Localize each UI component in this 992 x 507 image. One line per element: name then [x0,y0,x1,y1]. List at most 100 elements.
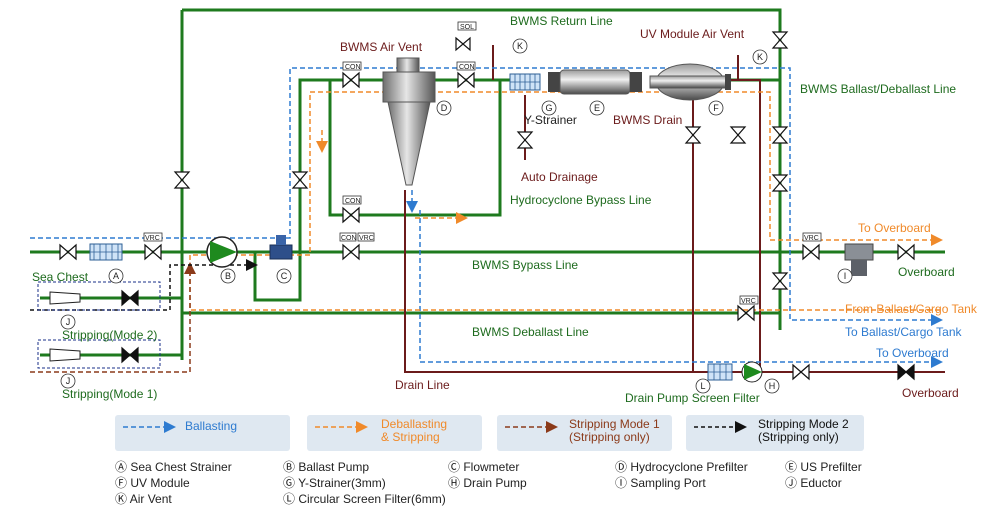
legend-deballasting-text: Deballasting& Stripping [381,417,448,444]
label-hc-bypass: Hydrocyclone Bypass Line [510,193,652,207]
svg-text:CON: CON [345,64,361,71]
flowmeter[interactable] [269,235,293,260]
label-to-tank: To Ballast/Cargo Tank [845,325,963,339]
valve-overboard-1[interactable] [897,243,915,261]
diagram-labels: BWMS Return Line BWMS Air Vent UV Module… [32,14,978,405]
label-ballast-deballast: BWMS Ballast/Deballast Line [800,82,956,96]
valve-hc-outlet[interactable] [457,71,475,89]
label-drain-line: Drain Line [395,378,450,392]
legend-stripping2: Stripping Mode 2(Stripping only) [686,415,864,451]
label-to-overboard-1: To Overboard [858,221,931,235]
valve-uv-drain[interactable] [684,126,702,144]
valve-ballast-3[interactable] [771,272,789,290]
sampling-port[interactable] [844,243,874,276]
deballasting-flow [189,91,943,311]
valve-pump-discharge[interactable] [291,171,309,189]
label-bwms-air-vent: BWMS Air Vent [340,40,423,54]
ballasting-flow [30,67,943,368]
label-from-tank: From Ballast/Cargo Tank [845,302,978,316]
valve-left-riser[interactable] [173,171,191,189]
valve-ballast-line[interactable] [771,126,789,144]
key-a: Ⓐ Sea Chest Strainer [115,460,232,474]
label-stripping-mode2: Stripping(Mode 2) [62,328,157,342]
svg-text:A: A [113,271,119,281]
svg-text:L: L [700,381,705,391]
svg-text:D: D [441,103,448,113]
svg-text:J: J [66,317,71,327]
key-k: Ⓚ Air Vent [115,492,172,506]
valve-hc-inlet[interactable] [342,71,360,89]
svg-text:J: J [66,376,71,386]
valve-ballast-2[interactable] [771,174,789,192]
key-g: Ⓖ Y-Strainer(3mm) [283,476,386,490]
svg-text:B: B [225,271,231,281]
label-auto-drainage: Auto Drainage [521,170,598,184]
label-sea-chest: Sea Chest [32,270,89,284]
label-drain-filter: Drain Pump Screen Filter [625,391,760,405]
valve-tags [143,21,822,305]
key-h: Ⓗ Drain Pump [448,476,527,490]
valve-drain-out[interactable] [792,363,810,381]
svg-text:H: H [769,381,776,391]
uv-module[interactable] [649,63,731,101]
key-d: Ⓓ Hydrocyclone Prefilter [615,460,748,474]
svg-text:VRC: VRC [741,298,756,305]
svg-text:CON: CON [341,235,357,242]
valve-strip1[interactable] [121,346,139,364]
eductor-mode2[interactable] [37,281,161,311]
label-bwms-drain: BWMS Drain [613,113,682,127]
legend-ballasting-text: Ballasting [185,419,238,433]
svg-text:VRC: VRC [359,235,374,242]
markers [60,38,853,394]
valve-uv-sol[interactable] [729,126,747,144]
tag-texts: VRC CON VRC CON CON CON SOL VRC VRC [145,24,819,305]
svg-text:VRC: VRC [804,235,819,242]
svg-text:VRC: VRC [145,235,160,242]
svg-text:C: C [281,271,288,281]
valve-bypass[interactable] [342,243,360,261]
legend-stripping1: Stripping Mode 1(Stripping only) [497,415,672,451]
y-strainer[interactable] [509,73,541,91]
hydrocyclone-prefilter[interactable] [382,57,436,186]
drain-screen-filter[interactable] [707,363,733,381]
svg-text:CON: CON [345,198,361,205]
us-prefilter[interactable] [548,69,642,95]
sea-chest-strainer[interactable] [89,243,123,261]
drain-pump[interactable] [741,361,763,383]
eductor-mode1[interactable] [37,339,161,369]
svg-text:F: F [713,103,719,113]
svg-text:E: E [594,103,600,113]
valve-hc-bypass[interactable] [342,206,360,224]
valve-strip2[interactable] [121,289,139,307]
key-j: Ⓙ Eductor [785,476,842,490]
legend-stripping1-text: Stripping Mode 1(Stripping only) [569,417,660,444]
marker-letters: A B C D E F G H I J J K K L [66,41,847,391]
key-f: Ⓕ UV Module [115,476,190,490]
key-l: Ⓛ Circular Screen Filter(6mm) [283,492,446,506]
label-stripping-mode1: Stripping(Mode 1) [62,387,157,401]
label-to-overboard-2: To Overboard [876,346,949,360]
key-e: Ⓔ US Prefilter [785,460,862,474]
stripping1-flow [30,262,196,373]
valve-uv-air[interactable] [771,31,789,49]
key-c: Ⓒ Flowmeter [448,460,520,474]
label-bypass-line: BWMS Bypass Line [472,258,578,272]
key-i: Ⓘ Sampling Port [615,476,706,490]
label-overboard-1: Overboard [898,265,955,279]
ballast-pump[interactable] [206,236,238,268]
label-overboard-2: Overboard [902,386,959,400]
svg-text:K: K [757,52,763,62]
valve-overboard-vrc[interactable] [802,243,820,261]
svg-text:K: K [517,41,523,51]
main-piping [30,8,945,360]
legend-stripping2-text: Stripping Mode 2(Stripping only) [758,417,849,444]
valve-overboard-2[interactable] [897,363,915,381]
valve-sea-chest[interactable] [59,243,77,261]
label-return-line: BWMS Return Line [510,14,613,28]
valve-vrc-inlet[interactable] [144,243,162,261]
valve-auto-drain[interactable] [516,131,534,149]
label-deballast-line: BWMS Deballast Line [472,325,589,339]
valve-deballast-vrc[interactable] [737,304,755,322]
legend-ballasting: Ballasting [115,415,290,451]
valve-sol-vent[interactable] [455,36,471,52]
